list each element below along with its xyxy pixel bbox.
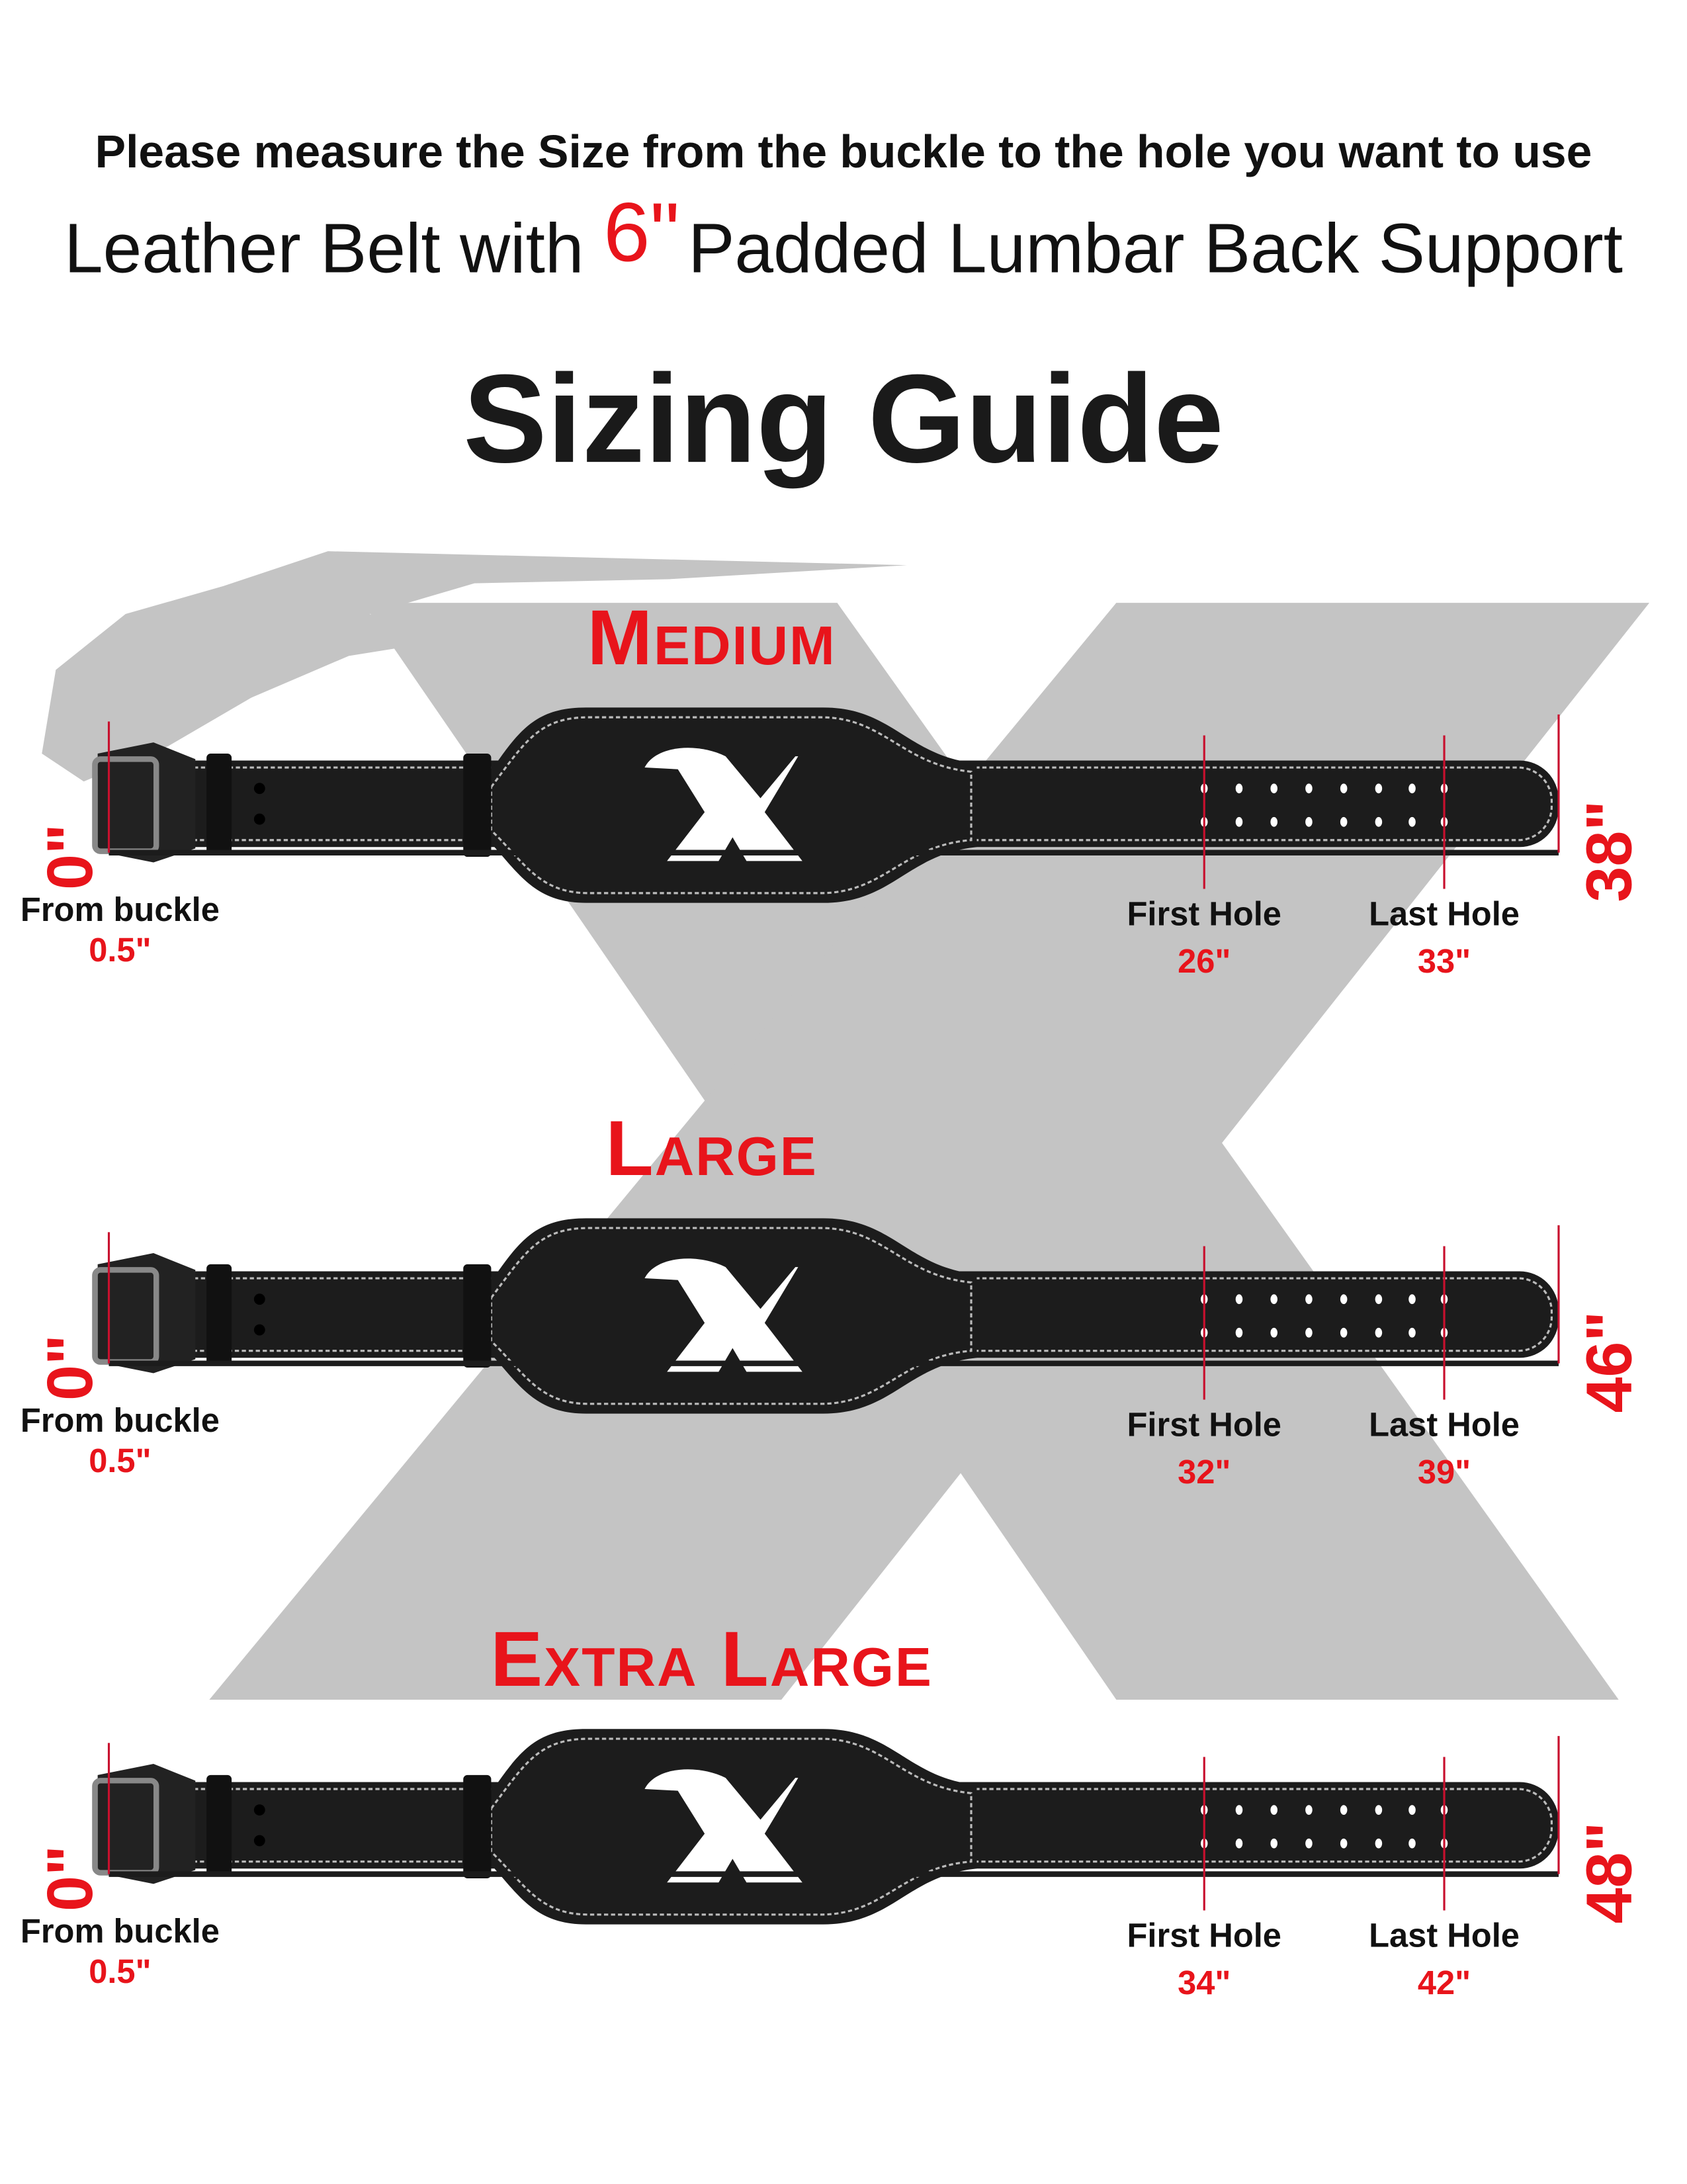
- belt-image: [92, 1218, 1559, 1414]
- first-hole-label: First Hole: [1127, 1917, 1281, 1955]
- from-buckle-label: From buckle: [20, 1402, 220, 1440]
- belt-hole: [1340, 1327, 1348, 1338]
- subtitle-after: Padded Lumbar Back Support: [688, 209, 1623, 288]
- belt-hole: [1340, 783, 1348, 794]
- belt-hole: [1270, 1294, 1277, 1305]
- belt-hole: [1305, 1327, 1313, 1338]
- belt-hole: [1375, 1327, 1383, 1338]
- belt-hole: [1270, 816, 1277, 827]
- belt-hole: [1408, 783, 1416, 794]
- last-hole-value: 33": [1417, 943, 1471, 981]
- belt-hole: [1305, 1805, 1313, 1815]
- belt-hole: [1340, 1838, 1348, 1849]
- belt-hole: [1235, 1294, 1243, 1305]
- from-buckle-value: 0.5": [89, 932, 151, 970]
- belt-hole: [1340, 816, 1348, 827]
- belt-hole: [1408, 816, 1416, 827]
- belt-hole: [1340, 1805, 1348, 1815]
- last-hole-label: Last Hole: [1369, 1917, 1520, 1955]
- start-marker: 0": [33, 1334, 107, 1401]
- belt-diagram: [92, 707, 1560, 903]
- total-length: 46": [1573, 1311, 1645, 1413]
- from-buckle-value: 0.5": [89, 1953, 151, 1991]
- belt-hole: [1270, 1327, 1277, 1338]
- first-hole-value: 26": [1178, 943, 1231, 981]
- instruction-text: Please measure the Size from the buckle …: [95, 125, 1592, 177]
- belt-hole: [1375, 1838, 1383, 1849]
- size-title: Extra Large: [490, 1614, 933, 1703]
- belt-hole: [1340, 1294, 1348, 1305]
- size-title: Medium: [587, 593, 836, 681]
- last-hole-label: Last Hole: [1369, 896, 1520, 934]
- belt-hole: [1270, 1805, 1277, 1815]
- start-marker: 0": [33, 824, 107, 891]
- last-hole-value: 42": [1417, 1964, 1471, 2003]
- belt-hole: [1235, 816, 1243, 827]
- belt-hole: [1235, 1805, 1243, 1815]
- first-hole-label: First Hole: [1127, 1407, 1281, 1445]
- belt-image: [92, 707, 1559, 903]
- belt-hole: [1305, 783, 1313, 794]
- last-hole-label: Last Hole: [1369, 1407, 1520, 1445]
- first-hole-value: 32": [1178, 1454, 1231, 1492]
- belt-hole: [1375, 783, 1383, 794]
- total-length: 38": [1573, 800, 1645, 902]
- first-hole-value: 34": [1178, 1964, 1231, 2003]
- belt-hole: [1235, 783, 1243, 794]
- first-hole-label: First Hole: [1127, 896, 1281, 934]
- size-section-extra-large: Extra Large 0" 48" Fr: [0, 1614, 1687, 2135]
- belt-hole: [1408, 1805, 1416, 1815]
- page-title: Sizing Guide: [463, 350, 1224, 490]
- total-length: 48": [1573, 1821, 1645, 1924]
- belt-hole: [1305, 1294, 1313, 1305]
- size-title: Large: [605, 1104, 818, 1192]
- belt-diagram: [92, 1218, 1560, 1414]
- from-buckle-label: From buckle: [20, 891, 220, 930]
- from-buckle-value: 0.5": [89, 1442, 151, 1481]
- belt-hole: [1375, 1805, 1383, 1815]
- belt-hole: [1375, 816, 1383, 827]
- belt-diagram: [92, 1729, 1560, 1925]
- belt-hole: [1235, 1327, 1243, 1338]
- belt-hole: [1270, 783, 1277, 794]
- belt-image: [92, 1729, 1559, 1925]
- last-hole-value: 39": [1417, 1454, 1471, 1492]
- start-marker: 0": [33, 1845, 107, 1911]
- size-section-medium: Medium 0" 38" From bu: [0, 593, 1687, 1114]
- size-section-large: Large 0" 46" From buc: [0, 1104, 1687, 1624]
- belt-hole: [1305, 1838, 1313, 1849]
- belt-hole: [1408, 1327, 1416, 1338]
- subtitle-before: Leather Belt with: [64, 209, 584, 288]
- belt-hole: [1375, 1294, 1383, 1305]
- belt-hole: [1408, 1838, 1416, 1849]
- belt-hole: [1235, 1838, 1243, 1849]
- belt-hole: [1305, 816, 1313, 827]
- belt-hole: [1270, 1838, 1277, 1849]
- from-buckle-label: From buckle: [20, 1913, 220, 1951]
- subtitle-width: 6": [603, 185, 680, 279]
- belt-hole: [1408, 1294, 1416, 1305]
